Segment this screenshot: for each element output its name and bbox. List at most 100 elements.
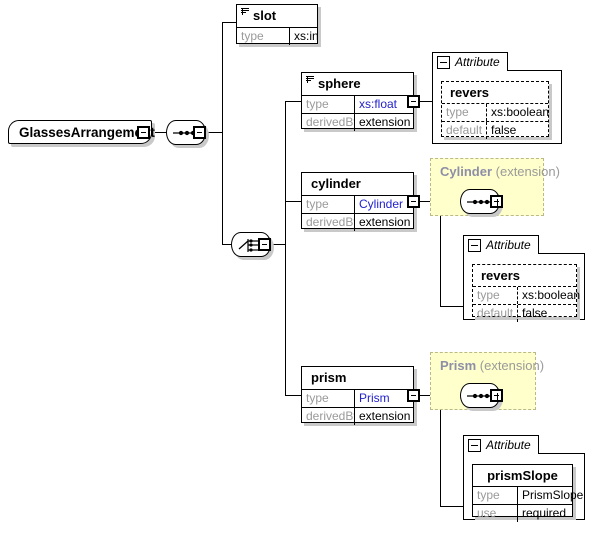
extension-group-cylinder-kind: (extension) [495,164,560,179]
attribute-cylinder-revers-default-value: false [522,306,548,320]
element-prism[interactable]: prism type Prism derivedBy extension [301,366,414,425]
attribute-group-sphere-tab: Attribute [432,52,508,71]
attribute-sphere-revers-row-type: type xs:boolean [442,103,550,121]
extension-cylinder-expand-toggle[interactable] [490,195,503,208]
attribute-prism-slope-type-value: PrismSlope [522,488,584,502]
element-prism-derivedby-value: extension [359,409,411,423]
element-slot-row-type: type xs:integer [237,27,317,45]
element-cylinder-row-type: type Cylinder [302,195,413,213]
prism-expand-toggle[interactable] [407,389,420,402]
choice-collapse-toggle[interactable] [258,238,271,251]
element-prism-header: prism [302,367,413,389]
root-collapse-toggle[interactable] [137,126,150,139]
connector-prism-attr-drop [440,395,441,506]
attribute-sphere-revers-row-default: default false [442,121,548,139]
element-sphere-type-key: type [302,96,355,113]
attribute-group-cylinder-toggle[interactable] [468,239,481,252]
extension-prism-expand-toggle[interactable] [490,389,503,402]
element-sphere-derivedby-value: extension [359,115,411,129]
element-slot-type-value: xs:integer [294,29,317,43]
connector-sequence-to-slot [222,22,236,23]
element-slot[interactable]: slot type xs:integer [236,4,318,45]
element-cylinder-type-value[interactable]: Cylinder [359,197,404,211]
element-slot-name: slot [253,8,277,23]
element-slot-header: slot [237,5,317,27]
connector-choice-to-prism [285,395,301,396]
connector-choice-to-sphere [285,101,301,102]
attribute-group-prism-label: Attribute [486,438,531,452]
attribute-group-sphere-toggle[interactable] [437,56,450,69]
attribute-cylinder-revers[interactable]: revers type xs:boolean default false [472,264,580,322]
cylinder-expand-toggle[interactable] [407,195,420,208]
attribute-prism-slope-row-use: use required [473,504,572,522]
attribute-cylinder-revers-type-value: xs:boolean [522,288,581,302]
element-prism-type-key: type [302,390,355,407]
element-cylinder-type-key: type [302,196,355,213]
attribute-prism-slope-row-type: type PrismSlope [473,486,583,504]
element-cylinder-header: cylinder [302,173,413,195]
attribute-sphere-revers-default-value: false [491,123,517,137]
extension-group-cylinder-title: Cylinder (extension) [440,164,560,179]
element-sphere-derivedby-key: derivedBy [302,114,355,131]
connector-choice-out [271,244,285,245]
connector-sphere-to-attr [414,101,434,102]
extension-group-cylinder-name: Cylinder [440,164,493,179]
connector-choice-to-cylinder [285,201,301,202]
element-cylinder-derivedby-value: extension [359,215,411,229]
element-sphere-row-derivedby: derivedBy extension [302,113,413,131]
choice-glyph [238,239,258,252]
element-prism-derivedby-key: derivedBy [302,408,355,425]
extension-group-prism-name: Prism [440,358,477,373]
extension-group-prism-title: Prism (extension) [440,358,544,373]
connector-sequence-trunk [222,22,223,244]
element-sphere-header: sphere [302,73,413,95]
attribute-group-sphere-label: Attribute [455,55,500,69]
attribute-sphere-revers-default-key: default [442,122,487,139]
element-sphere-type-value[interactable]: xs:float [359,97,398,111]
element-prism-row-derivedby: derivedBy extension [302,407,413,425]
sphere-expand-toggle[interactable] [407,95,420,108]
element-slot-type-key: type [237,28,290,45]
element-sphere-row-type: type xs:float [302,95,413,113]
element-prism-name: prism [311,370,347,385]
connector-sequence-out [206,132,222,133]
root-element-glassesarrangement[interactable]: GlassesArrangement [8,120,155,144]
element-cylinder-name: cylinder [311,176,361,191]
element-prism-row-type: type Prism [302,389,413,407]
attribute-cylinder-revers-name: revers [481,268,521,283]
attribute-sphere-revers-name: revers [450,85,490,100]
connector-prism-attr-in [440,506,472,507]
attribute-prism-slope-name: prismSlope [487,468,558,483]
attribute-prism-slope-use-value: required [522,506,567,520]
attribute-group-cylinder-label: Attribute [486,238,531,252]
extension-group-prism-kind: (extension) [479,358,545,373]
attribute-prism-slope-use-key: use [473,505,518,522]
attribute-group-prism-toggle[interactable] [468,439,481,452]
attribute-sphere-revers-type-value: xs:boolean [491,105,550,119]
connector-choice-trunk [285,101,286,395]
attribute-prism-slope[interactable]: prismSlope type PrismSlope use required [472,464,583,522]
element-sphere-name: sphere [318,76,361,91]
connector-root-to-sequence [152,132,166,133]
connector-cylinder-attr-drop [440,201,441,306]
attribute-cylinder-revers-row-default: default false [473,304,576,322]
element-cylinder[interactable]: cylinder type Cylinder derivedBy extensi… [301,172,414,231]
attribute-sphere-revers-type-key: type [442,104,487,121]
connector-sequence-to-choice [222,244,235,245]
choice-compositor-icon[interactable] [231,232,271,257]
attribute-prism-slope-type-key: type [473,487,518,504]
sequence-badge-icon [241,8,249,15]
attribute-cylinder-revers-row-type: type xs:boolean [473,286,580,304]
attribute-sphere-revers[interactable]: revers type xs:boolean default false [441,81,550,139]
element-prism-type-value[interactable]: Prism [359,391,390,405]
sequence-badge-icon [306,76,314,83]
element-sphere[interactable]: sphere type xs:float derivedBy extension [301,72,414,131]
element-cylinder-derivedby-key: derivedBy [302,214,355,231]
attribute-group-prism-tab: Attribute [463,435,539,454]
sequence-collapse-toggle[interactable] [193,126,206,139]
attribute-group-cylinder-tab: Attribute [463,235,539,254]
attribute-cylinder-revers-default-key: default [473,305,518,322]
attribute-cylinder-revers-type-key: type [473,287,518,304]
element-cylinder-row-derivedby: derivedBy extension [302,213,413,231]
